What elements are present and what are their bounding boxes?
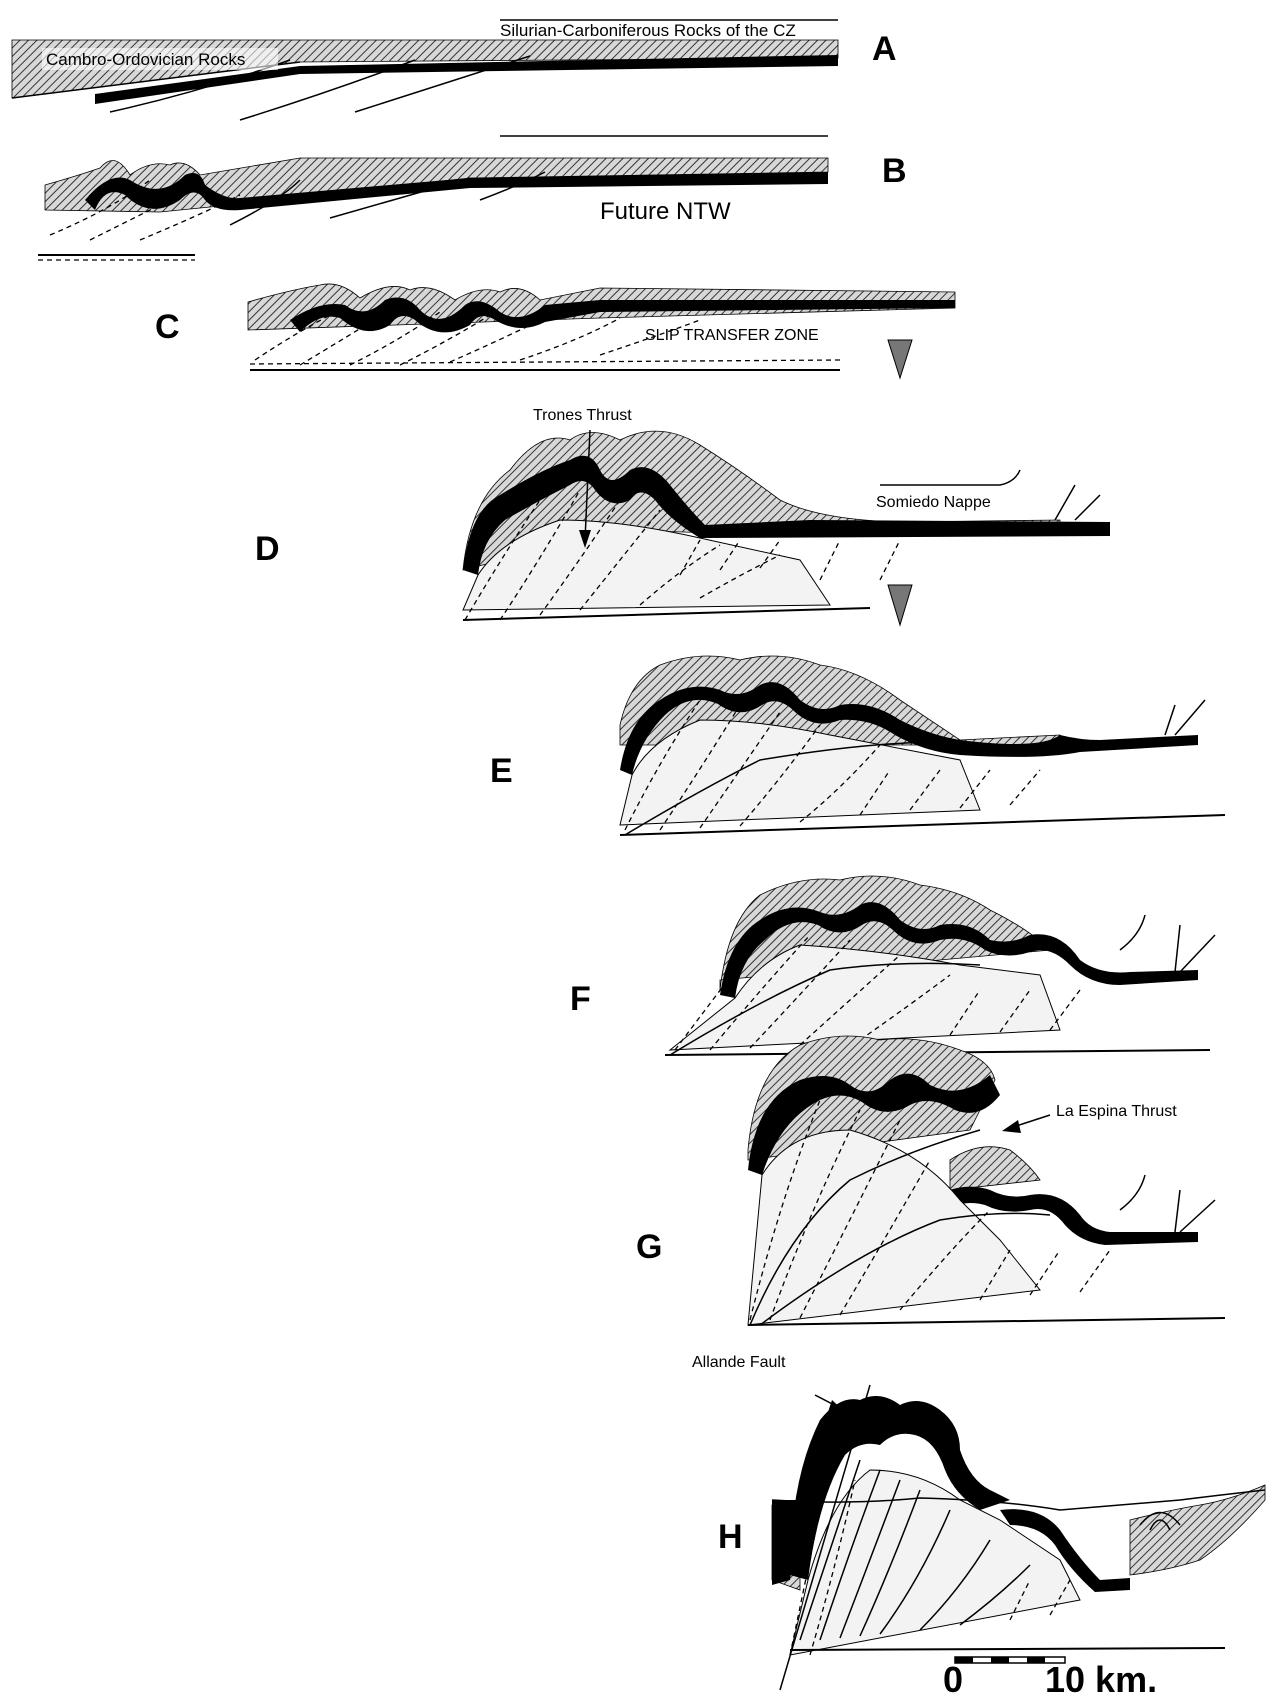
label-slip-transfer-zone: SLIP TRANSFER ZONE — [645, 327, 819, 344]
label-future-ntw: Future NTW — [600, 198, 731, 225]
label-cambro-ordovician: Cambro-Ordovician Rocks — [46, 50, 245, 69]
label-allande-fault: Allande Fault — [692, 1354, 786, 1371]
panel-a: Silurian-Carboniferous Rocks of the CZ C… — [12, 20, 897, 120]
panel-c: SLIP TRANSFER ZONE C — [155, 284, 955, 378]
panel-letter-e: E — [490, 752, 513, 790]
label-somiedo-nappe: Somiedo Nappe — [876, 494, 991, 511]
panel-f-right-thrusts — [1175, 925, 1215, 972]
panel-e: E — [490, 656, 1225, 835]
panel-d-base — [463, 608, 870, 620]
panel-d-somiedo-line — [880, 470, 1020, 485]
panel-h-base — [790, 1648, 1225, 1650]
la-espina-arrow-head-icon — [1002, 1120, 1021, 1133]
scale-bar: 0 10 km. — [943, 1657, 1157, 1698]
label-silurian-carboniferous: Silurian-Carboniferous Rocks of the CZ — [500, 21, 796, 40]
panel-letter-h: H — [718, 1518, 743, 1556]
panel-g-base — [748, 1318, 1225, 1325]
scale-label-start: 0 — [943, 1659, 963, 1698]
panel-letter-d: D — [255, 530, 280, 568]
panel-c-base-dash — [250, 360, 840, 364]
panel-g-right-thrusts — [1175, 1190, 1215, 1232]
scale-seg-3 — [1027, 1657, 1045, 1663]
panel-letter-c: C — [155, 308, 180, 346]
label-trones-thrust: Trones Thrust — [533, 407, 632, 424]
label-la-espina-thrust: La Espina Thrust — [1056, 1103, 1177, 1120]
panel-h: Allande Fault H — [692, 1354, 1265, 1690]
panel-b: Future NTW B — [38, 136, 907, 260]
panel-f: F — [570, 876, 1215, 1055]
panel-e-right-thrusts — [1165, 700, 1205, 735]
panel-g-mid-hatched — [950, 1147, 1040, 1190]
drill-marker-icon — [888, 340, 912, 378]
panel-letter-a: A — [872, 30, 897, 68]
panel-f-curl — [1120, 915, 1145, 950]
panel-letter-b: B — [882, 152, 907, 190]
scale-seg-2 — [991, 1657, 1009, 1663]
panel-letter-g: G — [636, 1228, 662, 1266]
panel-d-right-thrusts — [1055, 485, 1100, 520]
scale-label-end: 10 km. — [1045, 1659, 1157, 1698]
panel-g-curl — [1120, 1175, 1145, 1210]
drill-marker-d-icon — [888, 585, 912, 625]
panel-g: La Espina Thrust G — [636, 1036, 1225, 1325]
panel-letter-f: F — [570, 980, 591, 1018]
panel-d: Trones Thrust Somiedo Nappe D — [255, 407, 1110, 625]
